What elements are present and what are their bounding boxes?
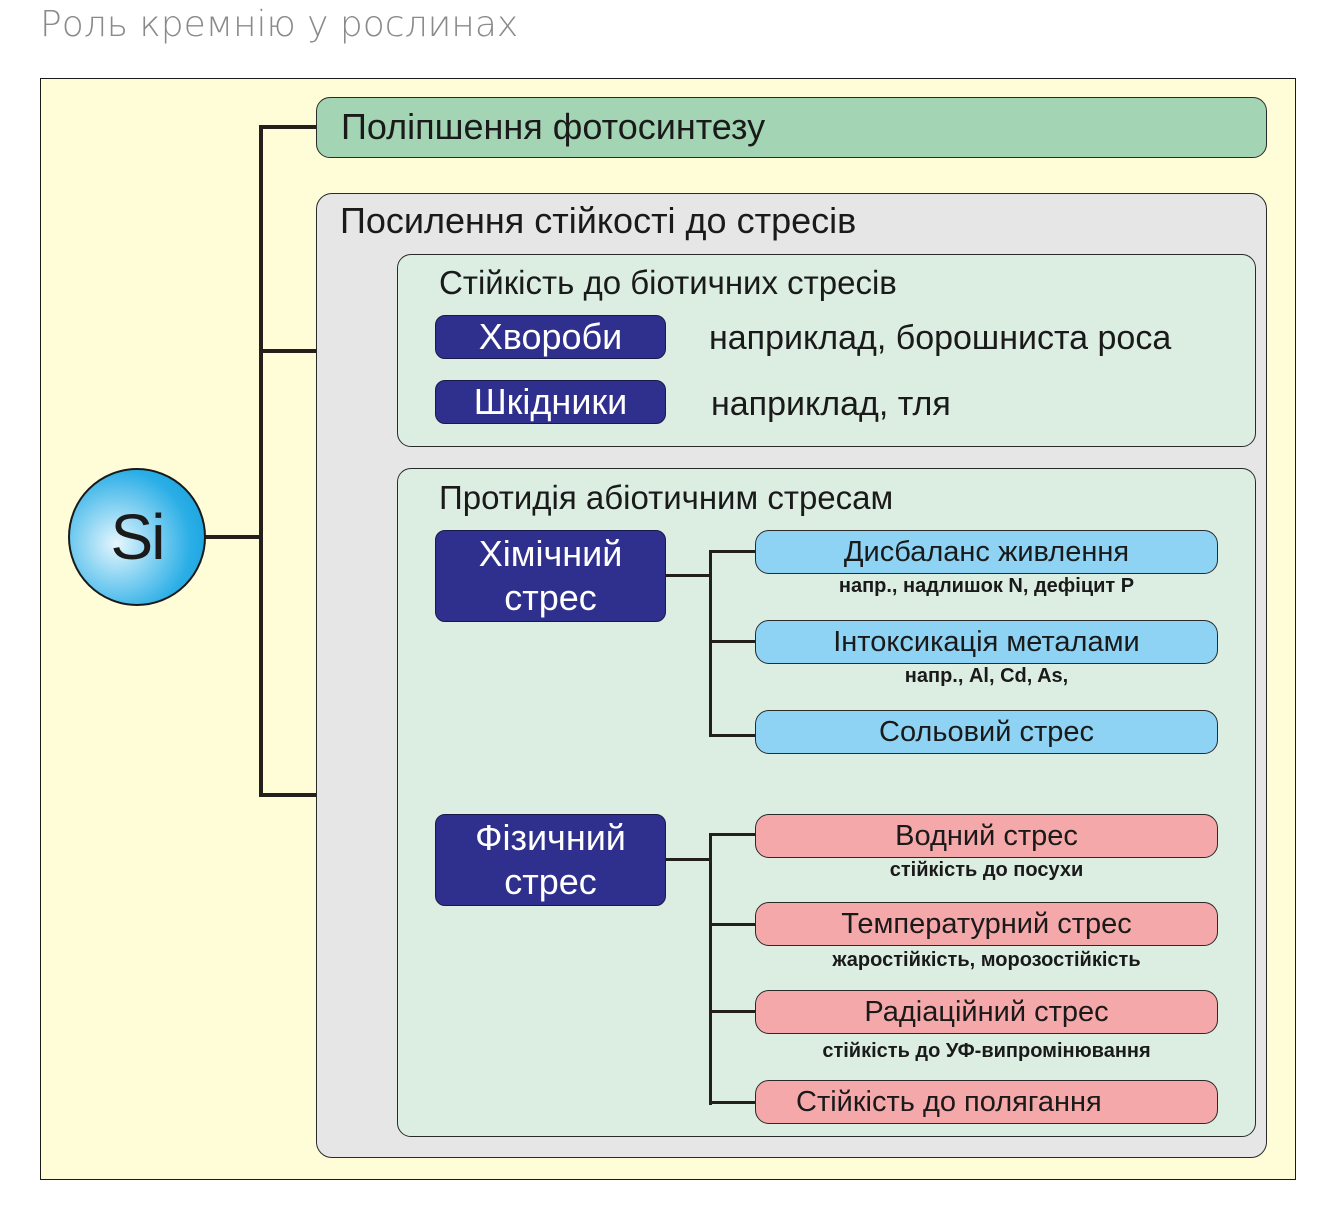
- connector-physical-out: [665, 858, 712, 861]
- connector-chemical-vertical: [709, 550, 712, 737]
- water-stress-note: стійкість до посухи: [889, 859, 1084, 881]
- connector-chemical-1: [709, 550, 756, 553]
- radiation-stress-note: стійкість до УФ-випромінювання: [822, 1040, 1151, 1062]
- physical-stress-label-line1: Фізичний: [475, 817, 626, 858]
- connector-chemical-3: [709, 734, 756, 737]
- diseases-box: Хвороби: [435, 315, 666, 359]
- lodging-resistance-box: Стійкість до полягання: [755, 1080, 1218, 1124]
- nutrient-imbalance-box: Дисбаланс живлення: [755, 530, 1218, 574]
- metal-toxicity-note: напр., Al, Cd, As,: [904, 665, 1069, 687]
- stress-resistance-title: Посилення стійкості до стресів: [340, 200, 857, 241]
- biotic-stress-title: Стійкість до біотичних стресів: [439, 264, 897, 301]
- diseases-label: Хвороби: [478, 316, 623, 357]
- connector-trunk-vertical: [259, 125, 263, 797]
- radiation-stress-box: Радіаційний стрес: [755, 990, 1218, 1034]
- physical-stress-label-line2: стрес: [504, 861, 597, 902]
- temperature-stress-box: Температурний стрес: [755, 902, 1218, 946]
- physical-stress-box: Фізичний стрес: [435, 814, 666, 906]
- pests-example: наприклад, тля: [711, 385, 951, 423]
- connector-physical-2: [709, 923, 756, 926]
- connector-to-photosynthesis: [259, 125, 317, 129]
- connector-physical-vertical: [709, 833, 712, 1105]
- metal-toxicity-label: Інтоксикація металами: [833, 625, 1140, 658]
- connector-physical-4: [709, 1101, 756, 1104]
- water-stress-box: Водний стрес: [755, 814, 1218, 858]
- connector-chemical-out: [665, 574, 712, 577]
- nutrient-imbalance-note: напр., надлишок N, дефіцит P: [838, 575, 1135, 597]
- lodging-resistance-label: Стійкість до полягання: [796, 1085, 1102, 1118]
- diseases-example: наприклад, борошниста роса: [709, 319, 1172, 357]
- temperature-stress-note: жаростійкість, морозостійкість: [832, 949, 1141, 971]
- silicon-node: Si: [68, 468, 206, 606]
- silicon-label: Si: [110, 501, 166, 573]
- water-stress-label: Водний стрес: [895, 819, 1078, 852]
- pests-label: Шкідники: [473, 381, 628, 422]
- connector-si-trunk: [205, 535, 262, 539]
- photosynthesis-box: Поліпшення фотосинтезу: [316, 97, 1267, 158]
- temperature-stress-label: Температурний стрес: [841, 907, 1132, 940]
- nutrient-imbalance-label: Дисбаланс живлення: [843, 535, 1130, 568]
- photosynthesis-label: Поліпшення фотосинтезу: [341, 106, 766, 147]
- chemical-stress-box: Хімічний стрес: [435, 530, 666, 622]
- chemical-stress-label-line1: Хімічний: [478, 533, 623, 574]
- connector-physical-3: [709, 1010, 756, 1013]
- pests-box: Шкідники: [435, 380, 666, 424]
- radiation-stress-label: Радіаційний стрес: [864, 995, 1109, 1028]
- connector-physical-1: [709, 833, 756, 836]
- page-title: Роль кремнію у рослинах: [40, 4, 519, 45]
- salt-stress-label: Сольовий стрес: [879, 715, 1094, 748]
- connector-chemical-2: [709, 640, 756, 643]
- salt-stress-box: Сольовий стрес: [755, 710, 1218, 754]
- abiotic-stress-title: Протидія абіотичним стресам: [439, 479, 894, 516]
- metal-toxicity-box: Інтоксикація металами: [755, 620, 1218, 664]
- chemical-stress-label-line2: стрес: [504, 577, 597, 618]
